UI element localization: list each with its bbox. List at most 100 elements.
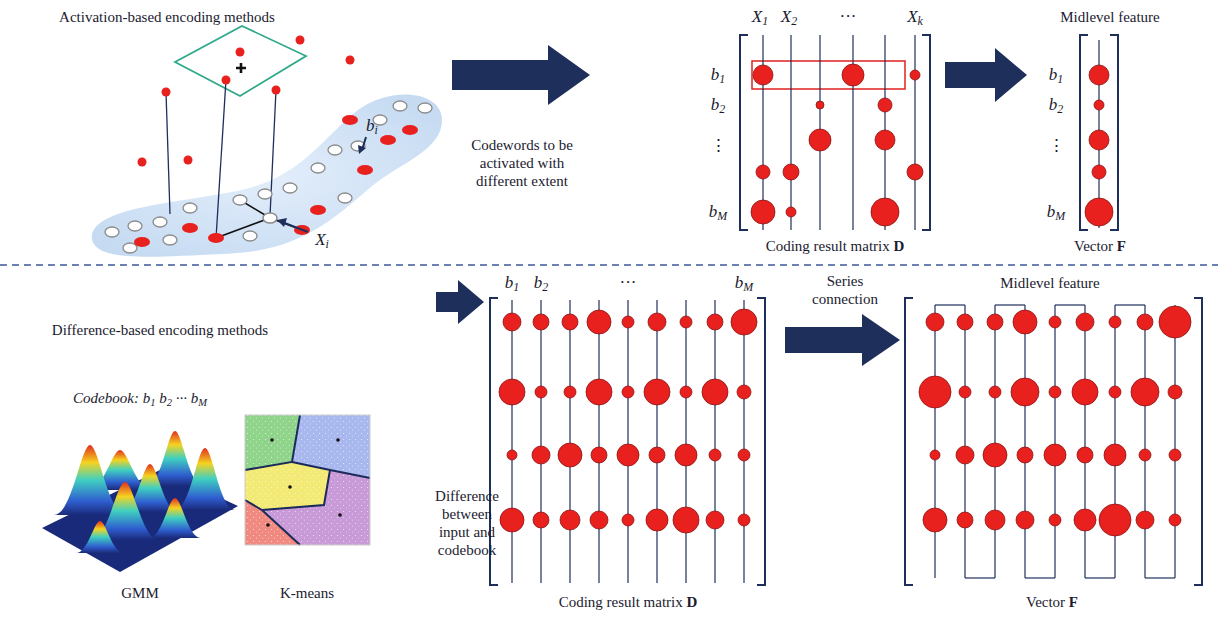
cluster-region: [245, 462, 330, 510]
activation-circle: [842, 64, 864, 86]
label-text: X2: [781, 7, 797, 27]
matrix-circles: [499, 35, 1191, 583]
block-arrow: [452, 45, 590, 105]
label-text: Vector F: [1026, 593, 1078, 611]
activation-circle: [907, 164, 923, 180]
column-line: [685, 300, 686, 583]
activation-circle: [1169, 514, 1181, 526]
activation-circle: [983, 443, 1007, 467]
centroid: [338, 513, 342, 517]
feature-point: [296, 36, 305, 45]
cluster-region: [262, 470, 370, 545]
column-line: [656, 300, 657, 583]
gaussian-peak: [76, 521, 124, 553]
cluster-texture: [262, 470, 370, 545]
series-line: [1144, 305, 1145, 578]
centroid: [270, 438, 274, 442]
activation-circle: [644, 379, 670, 405]
activation-circle: [930, 450, 940, 460]
codeword: [418, 103, 432, 113]
label-text: bM: [709, 202, 727, 222]
bracket: [1080, 35, 1118, 230]
codeword: [258, 189, 272, 199]
activation-circle: [564, 386, 576, 398]
projection-line: [166, 92, 170, 214]
label-text: K-means: [280, 584, 334, 602]
activation-circle: [731, 309, 757, 335]
activation-circle: [646, 509, 668, 531]
activation-circle: [591, 447, 607, 463]
activation-circle: [816, 101, 824, 109]
activation-circle: [706, 511, 724, 529]
activation-circle: [783, 164, 799, 180]
activation-circle: [1016, 511, 1034, 529]
feature-point: [162, 88, 171, 97]
activation-circle: [738, 514, 750, 526]
activation-circle: [673, 507, 699, 533]
illustration-points: [105, 36, 432, 254]
column-line: [714, 300, 715, 583]
codeword: [311, 163, 325, 173]
activation-circle: [1099, 504, 1131, 536]
activation-circle: [756, 165, 770, 179]
activation-circle: [1131, 378, 1159, 406]
activation-circle: [709, 449, 721, 461]
voronoi-edge: [245, 415, 370, 545]
activation-circle: [987, 314, 1003, 330]
series-line: [1084, 305, 1085, 578]
activation-circle: [503, 313, 521, 331]
gaussian-peak: [149, 498, 201, 538]
label-text: bM: [735, 273, 753, 293]
leader-head: [277, 218, 287, 227]
activation-circle: [1136, 511, 1154, 529]
activation-circle: [622, 316, 634, 328]
activation-circle: [560, 510, 580, 530]
sample-point: [357, 165, 373, 175]
sample-point: [208, 233, 224, 243]
series-line: [1024, 305, 1025, 578]
label-text: Coding result matrix D: [766, 237, 905, 255]
codeword: [338, 193, 352, 203]
activation-circle: [587, 310, 611, 334]
series-link: [965, 577, 995, 578]
label-text: Difference-based encoding methods: [52, 321, 268, 339]
activation-circle: [1017, 447, 1033, 463]
series-link: [1025, 577, 1055, 578]
activation-circle: [919, 376, 951, 408]
activation-circle: [558, 443, 582, 467]
centroid: [336, 438, 340, 442]
sample-point: [182, 223, 198, 233]
kmeans-plot: [245, 415, 370, 545]
column-line: [790, 35, 791, 230]
activation-circle: [680, 386, 692, 398]
column-line: [511, 300, 512, 583]
activation-circle: [680, 316, 692, 328]
leader-head: [358, 145, 366, 154]
block-arrow: [945, 48, 1027, 102]
label-text: ···: [620, 273, 637, 293]
activation-circle: [648, 313, 666, 331]
activation-circle: [751, 200, 775, 224]
block-arrow: [436, 280, 484, 324]
label-text: Codewords to be activated with different…: [462, 136, 582, 190]
activation-circle: [1094, 100, 1104, 110]
activation-circle: [1049, 386, 1061, 398]
label-text: bi: [366, 116, 378, 136]
label-text: Codebook: b1 b2 ··· bM: [73, 389, 207, 407]
feature-point: [138, 158, 147, 167]
label-text: X1: [752, 7, 768, 27]
series-line: [964, 305, 965, 578]
column-line: [743, 300, 744, 583]
activation-circle: [1168, 385, 1182, 399]
activation-circle: [923, 508, 947, 532]
sample-point: [342, 115, 358, 125]
gmm-surface: [54, 431, 235, 553]
activation-circle: [702, 379, 728, 405]
label-text: ···: [840, 7, 857, 27]
plus-mark: [236, 63, 246, 73]
gaussian-peak: [175, 448, 235, 510]
activation-circle: [1092, 165, 1106, 179]
label-text: b2: [711, 95, 725, 115]
bracket: [490, 298, 765, 585]
